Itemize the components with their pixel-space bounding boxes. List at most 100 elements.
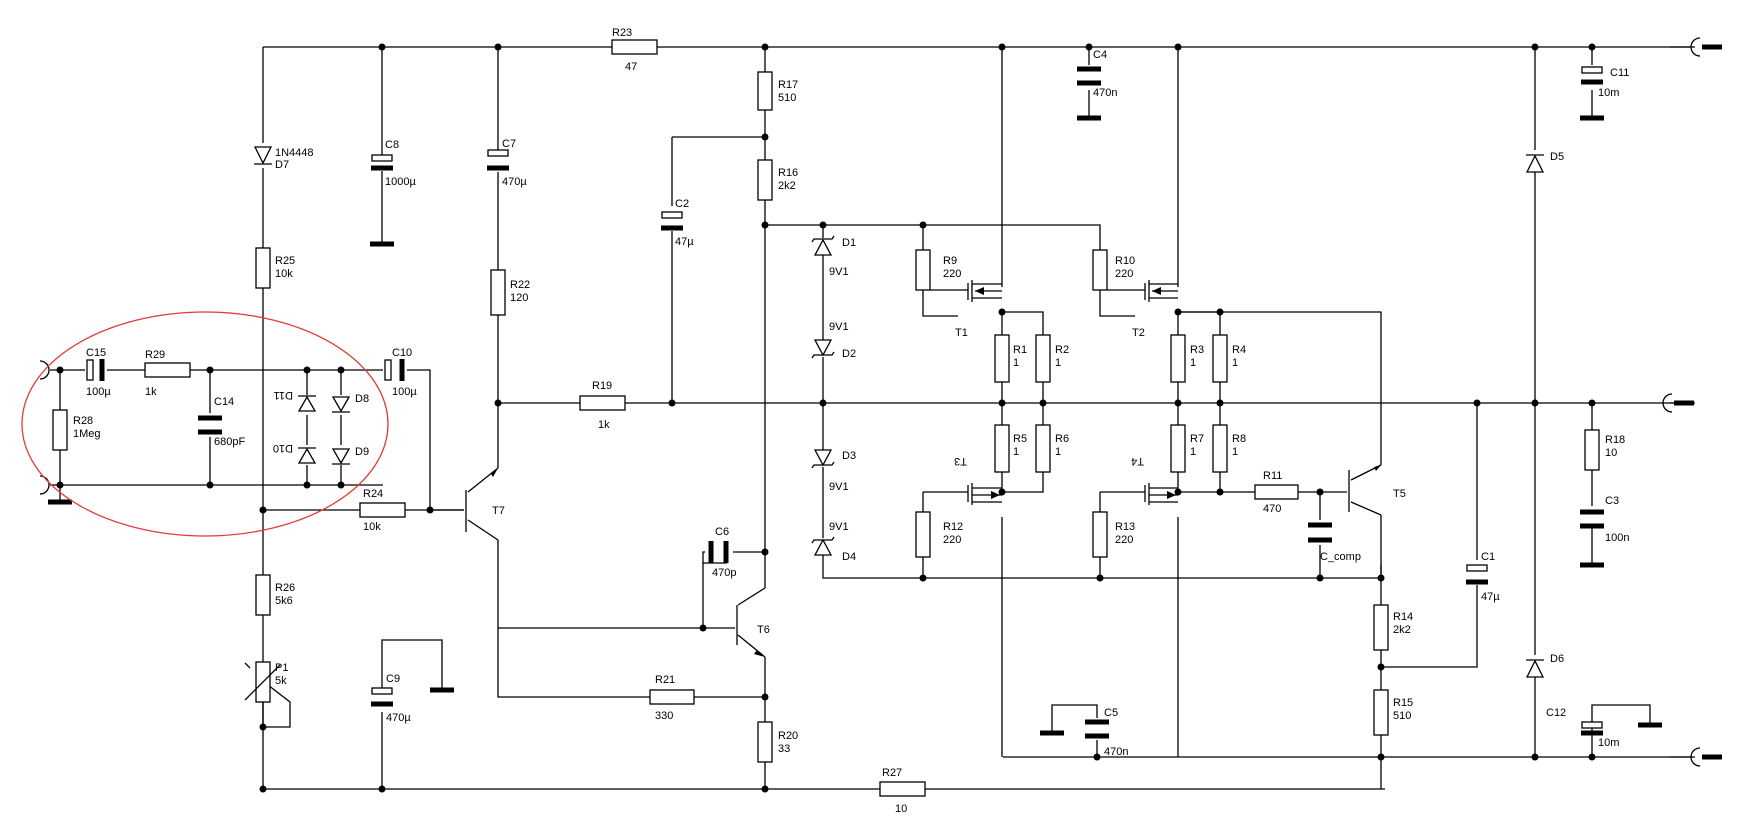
diode-d7 — [253, 146, 273, 165]
label-c8-ref: C8 — [385, 139, 399, 151]
label-c14-value: 680pF — [214, 436, 245, 448]
capacitor-c2 — [661, 211, 683, 231]
label-r2-ref: R2 — [1055, 344, 1069, 356]
resistor-r3 — [1170, 334, 1186, 383]
capacitor-c7 — [487, 149, 509, 171]
label-r11-value: 470 — [1263, 503, 1281, 515]
label-t2-ref: T2 — [1132, 327, 1145, 339]
label-r4-value: 1 — [1232, 357, 1238, 369]
label-c5-ref: C5 — [1104, 707, 1118, 719]
label-r4-ref: R4 — [1232, 344, 1246, 356]
capacitor-c1 — [1466, 564, 1488, 585]
resistor-r12 — [915, 511, 931, 558]
terminal-mid-right — [1662, 393, 1673, 413]
label-d11-ref: D11 — [274, 389, 293, 401]
resistor-r28 — [52, 409, 68, 451]
mosfet-t3 — [967, 483, 1002, 505]
label-r24-ref: R24 — [363, 488, 383, 500]
label-d2-value: 9V1 — [829, 321, 849, 333]
label-d7-value: 1N4448 — [275, 147, 314, 159]
resistor-r1 — [994, 334, 1010, 383]
label-c12-value: 10m — [1598, 737, 1619, 749]
labels: R23 47 R17 510 R16 2k2 1N4448 D7 C8 1000… — [73, 27, 1629, 815]
label-r12-ref: R12 — [943, 521, 963, 533]
transistors — [430, 280, 1382, 657]
resistor-r15 — [1373, 689, 1389, 736]
resistor-r26 — [255, 574, 271, 616]
label-c6-ref: C6 — [715, 526, 729, 538]
diode-d5 — [1525, 154, 1545, 173]
capacitors — [86, 66, 1604, 739]
label-c2-ref: C2 — [675, 198, 689, 210]
highlight-ellipse-input-network — [21, 311, 389, 537]
label-r28-value: 1Meg — [73, 428, 101, 440]
resistor-r21 — [649, 689, 695, 705]
resistor-r13 — [1092, 511, 1108, 558]
capacitor-c4 — [1077, 66, 1101, 86]
mosfet-t4 — [1144, 483, 1178, 505]
terminal-top-right — [1690, 37, 1701, 57]
label-r17-ref: R17 — [778, 79, 798, 91]
diode-d9 — [331, 448, 351, 465]
potentiometer-p1 — [244, 661, 281, 703]
label-c11-ref: C11 — [1610, 67, 1629, 79]
label-r20-value: 33 — [778, 743, 790, 755]
diode-d10 — [297, 447, 317, 464]
label-r17-value: 510 — [778, 92, 796, 104]
label-p1-ref: P1 — [275, 662, 288, 674]
wires — [50, 46, 1695, 790]
label-c15-ref: C15 — [86, 347, 106, 359]
resistor-r19 — [579, 395, 626, 411]
resistor-r27 — [879, 781, 926, 797]
label-c11-value: 10m — [1598, 87, 1619, 99]
label-d4-ref: D4 — [842, 551, 856, 563]
label-r23-ref: R23 — [612, 27, 632, 39]
label-r26-value: 5k6 — [275, 595, 293, 607]
capacitor-c-comp — [1308, 522, 1332, 543]
resistor-r10 — [1092, 249, 1108, 291]
label-d7-ref: D7 — [275, 159, 289, 171]
label-r25-value: 10k — [275, 268, 293, 280]
resistor-r2 — [1035, 334, 1051, 383]
label-r13-value: 220 — [1115, 534, 1133, 546]
label-r12-value: 220 — [943, 534, 961, 546]
capacitor-c9 — [371, 687, 393, 707]
transistor-t7 — [430, 468, 498, 532]
label-t7-ref: T7 — [492, 505, 505, 517]
label-r21-value: 330 — [655, 710, 673, 722]
capacitor-c11 — [1581, 66, 1603, 85]
label-r23-value: 47 — [625, 61, 637, 73]
label-r20-ref: R20 — [778, 730, 798, 742]
transistor-t5 — [1348, 464, 1382, 516]
capacitor-c14 — [198, 415, 222, 435]
transistor-t6 — [703, 605, 765, 657]
label-c10-value: 100µ — [392, 386, 417, 398]
label-r16-ref: R16 — [778, 167, 798, 179]
resistor-r29 — [144, 362, 191, 378]
resistor-r6 — [1035, 424, 1051, 473]
label-r10-ref: R10 — [1115, 255, 1135, 267]
resistor-r11 — [1254, 484, 1299, 500]
resistor-r25 — [255, 247, 271, 289]
label-c6-value: 470p — [712, 567, 736, 579]
label-d6-ref: D6 — [1550, 653, 1564, 665]
capacitor-c12 — [1581, 721, 1603, 736]
label-c15-value: 100µ — [86, 386, 111, 398]
label-r10-value: 220 — [1115, 268, 1133, 280]
label-t3-ref: T3 — [954, 455, 967, 467]
label-r3-value: 1 — [1190, 357, 1196, 369]
label-t1-ref: T1 — [955, 327, 968, 339]
label-r24-value: 10k — [363, 521, 381, 533]
label-r29-ref: R29 — [145, 349, 165, 361]
capacitor-c15 — [86, 359, 105, 381]
ground-symbols — [48, 115, 1662, 736]
label-r5-value: 1 — [1013, 446, 1019, 458]
label-r7-ref: R7 — [1190, 433, 1204, 445]
label-r7-value: 1 — [1190, 446, 1196, 458]
label-r2-value: 1 — [1055, 357, 1061, 369]
label-d2-ref: D2 — [842, 348, 856, 360]
resistor-r14 — [1373, 604, 1389, 651]
label-d5-ref: D5 — [1550, 151, 1564, 163]
resistor-r24 — [359, 502, 406, 518]
label-c14-ref: C14 — [214, 396, 234, 408]
